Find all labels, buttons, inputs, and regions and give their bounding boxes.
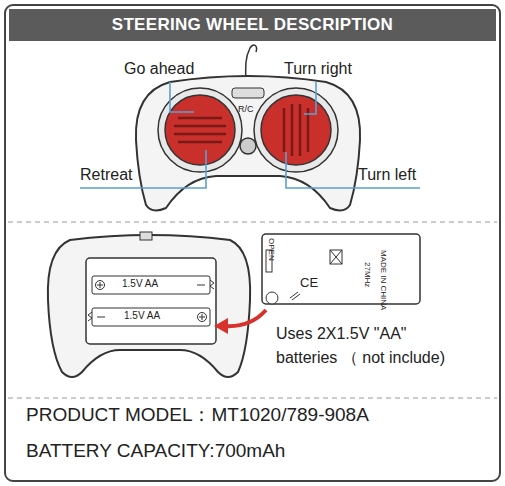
model-text: PRODUCT MODEL：MT1020/789-908A (26, 404, 369, 426)
battery-cover (262, 234, 420, 304)
part-label: Turn right (284, 60, 352, 78)
separator (8, 398, 497, 399)
cover-text: MADE IN CHINA (379, 250, 388, 310)
frame (5, 5, 500, 481)
capacity-text: BATTERY CAPACITY:700mAh (26, 440, 285, 462)
cover-text: OPEN (267, 238, 276, 261)
cover-text: 27MHz (363, 262, 372, 287)
mark: CE (300, 276, 318, 291)
battery-label: 1.5V AA (124, 310, 160, 322)
controller-back (48, 232, 250, 377)
battery-label: 1.5V AA (122, 278, 158, 290)
arrow (224, 310, 266, 326)
part-label: Retreat (80, 166, 132, 184)
part-label: Go ahead (124, 60, 194, 78)
panel-text: R/C (238, 104, 254, 114)
title-band: STEERING WHEEL DESCRIPTION (9, 9, 496, 41)
part-label: Turn left (358, 166, 416, 184)
separator (8, 222, 497, 223)
leader-line (80, 82, 420, 188)
note: Uses 2X1.5V "AA" batteries （ not include… (276, 322, 470, 370)
title: STEERING WHEEL DESCRIPTION (112, 15, 393, 35)
arrowhead (214, 318, 228, 334)
